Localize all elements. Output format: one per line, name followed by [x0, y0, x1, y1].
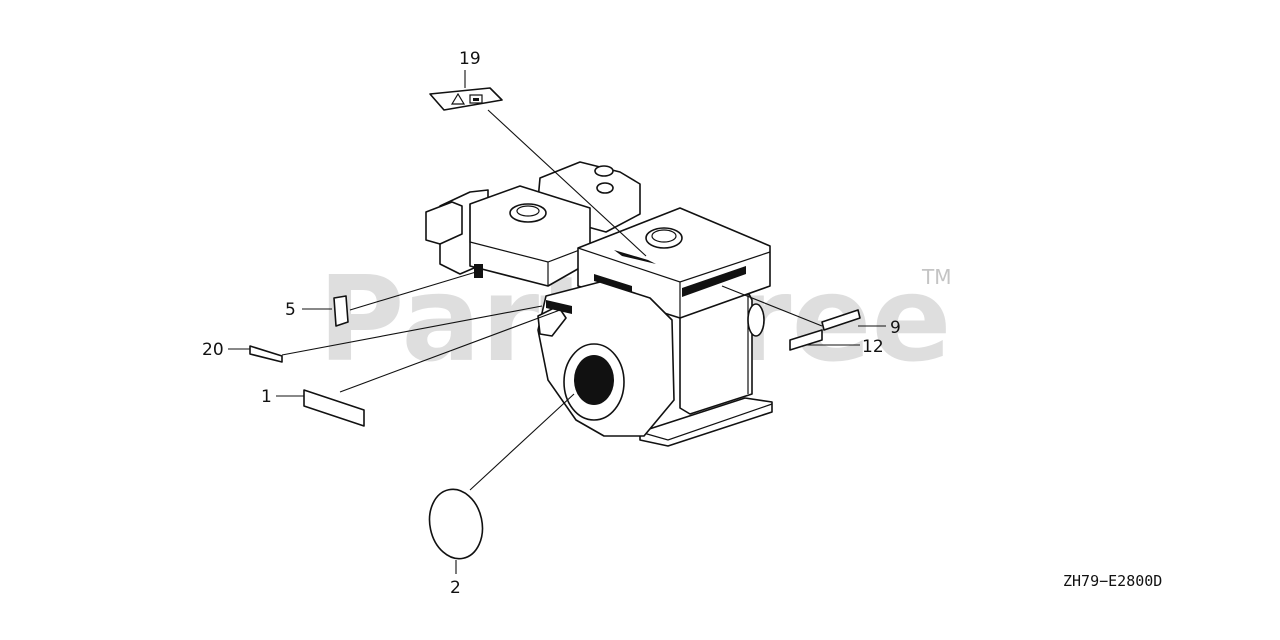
fuel-cap	[509, 203, 547, 223]
part-12-label[interactable]	[789, 329, 823, 351]
callout-20[interactable]: 20	[202, 340, 224, 360]
part-1-label[interactable]	[303, 389, 365, 427]
part-19-caution-label[interactable]	[429, 87, 503, 111]
tank-top-label-marker	[614, 250, 656, 264]
fuel-filler-cap	[645, 227, 683, 249]
callout-9[interactable]: 9	[890, 318, 901, 338]
part-5-label[interactable]	[333, 295, 349, 327]
tank-side-label-marker	[594, 274, 632, 293]
callout-1[interactable]: 1	[261, 387, 272, 407]
callout-12[interactable]: 12	[862, 337, 884, 357]
tank-right-label-marker	[682, 266, 746, 297]
lever-label-marker	[546, 300, 572, 314]
leader-lines	[228, 70, 886, 574]
part-9-label[interactable]	[821, 309, 861, 331]
air-cleaner-cover	[425, 201, 463, 245]
watermark-trademark: TM	[921, 265, 951, 289]
callout-19[interactable]: 19	[459, 49, 481, 69]
callout-2[interactable]: 2	[450, 578, 461, 598]
muffler-outlet	[596, 182, 614, 194]
starter-hub	[574, 355, 614, 405]
engine-illustration	[425, 161, 773, 447]
part-2-emblem[interactable]	[423, 484, 488, 563]
drawing-code: ZH79−E2800D	[1063, 572, 1162, 590]
left-tank-label-marker	[474, 264, 483, 278]
callout-5[interactable]: 5	[285, 300, 296, 320]
part-20-label[interactable]	[249, 345, 283, 363]
engine-base-plate	[639, 397, 773, 447]
output-shaft-boss	[747, 303, 765, 337]
muffler-outlet-top	[594, 165, 614, 177]
